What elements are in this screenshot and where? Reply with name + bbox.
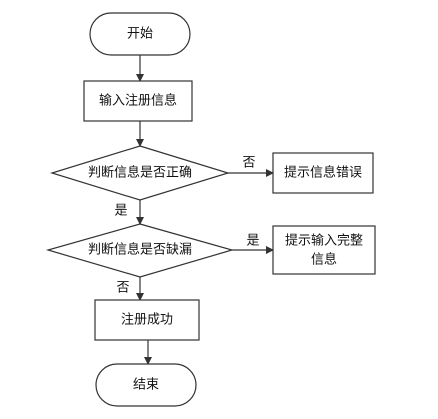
check-missing-node: [45, 223, 235, 278]
check-correct-node: [49, 145, 231, 201]
error-label: 提示信息错误: [284, 165, 362, 181]
end-node: [95, 363, 197, 407]
start-node: [89, 12, 191, 56]
input-node: [83, 80, 193, 122]
check-correct-label: 判断信息是否正确: [88, 165, 192, 181]
edge-label-correct-no: 否: [242, 156, 255, 171]
success-node: [94, 299, 200, 341]
edge-label-missing-yes: 是: [246, 234, 259, 249]
prompt-node: [272, 225, 376, 275]
prompt-label-line2: 信息: [311, 252, 337, 268]
start-label: 开始: [127, 27, 153, 42]
end-label: 结束: [133, 378, 159, 393]
prompt-label-line1: 提示输入完整: [285, 233, 363, 249]
check-missing-label: 判断信息是否缺漏: [88, 242, 192, 258]
edge-label-correct-yes: 是: [114, 204, 127, 219]
input-label: 输入注册信息: [99, 93, 177, 109]
error-node: [272, 152, 374, 194]
edge-label-missing-no: 否: [116, 281, 129, 296]
success-label: 注册成功: [121, 313, 173, 328]
